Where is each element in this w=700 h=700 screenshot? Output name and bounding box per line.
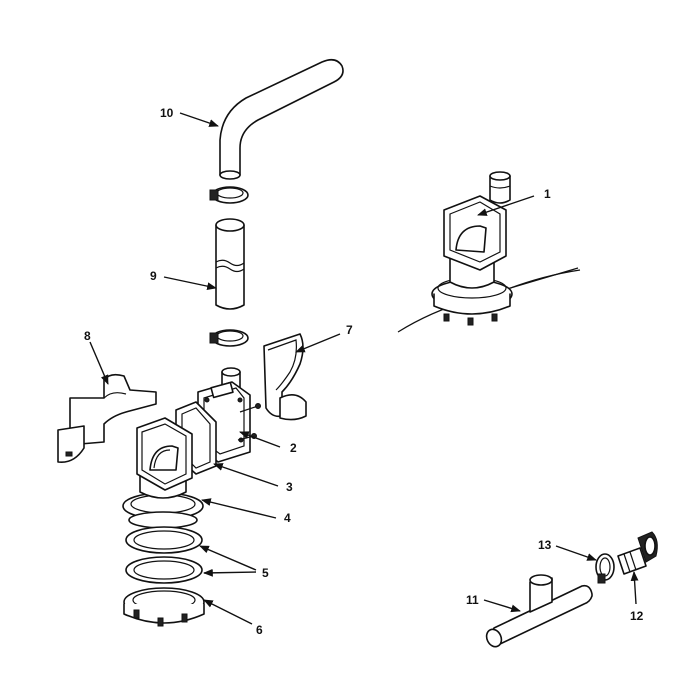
leader-12 (630, 571, 639, 605)
callout-10: 10 (160, 106, 174, 120)
bracket-part-8 (57, 373, 157, 464)
bracket-part-7 (263, 333, 307, 421)
callout-11: 11 (466, 593, 479, 607)
callout-7: 7 (346, 323, 353, 337)
barbed-fitting-part-12 (617, 531, 658, 575)
leader-7 (295, 333, 341, 353)
leader-3 (213, 463, 279, 487)
leader-1 (477, 195, 535, 216)
callout-6: 6 (256, 623, 263, 637)
hose-clamp-part-13 (595, 553, 615, 584)
leader-5a (199, 545, 257, 571)
leader-2 (239, 431, 281, 448)
hose-clamp-lower (209, 329, 249, 347)
callout-4: 4 (284, 511, 291, 525)
callout-12: 12 (630, 609, 644, 623)
leader-lines (89, 112, 639, 625)
callout-13: 13 (538, 538, 552, 552)
callout-8: 8 (84, 329, 91, 343)
leader-5b (203, 568, 257, 577)
callout-1: 1 (544, 187, 551, 201)
installed-assembly-part-1 (397, 171, 581, 333)
callout-9: 9 (150, 269, 157, 283)
hose-clamp-upper (209, 186, 249, 204)
leader-9 (163, 276, 217, 291)
callout-labels: 1 2 3 4 5 6 7 8 9 10 11 12 13 (84, 106, 644, 637)
bent-hose-part-10 (219, 58, 344, 180)
callout-5: 5 (262, 566, 269, 580)
leader-4 (201, 498, 277, 519)
leader-8 (89, 341, 109, 385)
callout-3: 3 (286, 480, 293, 494)
leader-13 (555, 545, 597, 561)
leader-11 (483, 599, 521, 613)
leader-10 (179, 112, 219, 127)
tee-pipe-part-11 (485, 574, 593, 648)
straight-hose-part-9 (215, 218, 245, 310)
callout-2: 2 (290, 441, 297, 455)
lock-nut-part-6 (123, 587, 205, 627)
housing-part-4 (122, 417, 204, 529)
seal-rings-part-5 (125, 526, 203, 584)
leader-6 (203, 599, 253, 625)
